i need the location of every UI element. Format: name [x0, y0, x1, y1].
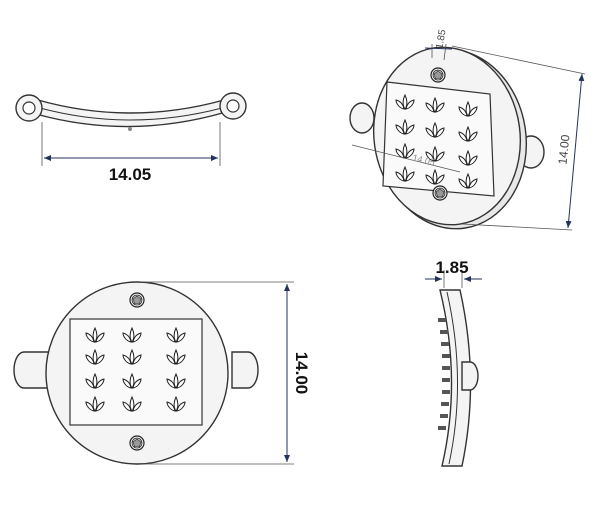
side-body	[439, 289, 472, 467]
top-view-center-mark	[128, 127, 132, 131]
top-view: 14.05	[15, 92, 247, 184]
iso-thickness-dimension-line	[424, 47, 453, 50]
top-width-label: 14.05	[109, 165, 152, 184]
gem-setting-icon	[129, 292, 145, 308]
side-relief	[438, 318, 450, 430]
right-ring	[219, 92, 247, 120]
side-view: 1.85	[425, 258, 482, 467]
front-diameter-label: 14.00	[292, 352, 311, 395]
iso-thickness-label: 1.85	[434, 28, 448, 50]
side-thickness-label: 1.85	[435, 258, 468, 277]
gem-setting-icon	[129, 435, 145, 451]
side-lug	[461, 361, 479, 391]
gem-setting-icon	[432, 185, 448, 201]
iso-width-dimension-line	[351, 144, 461, 173]
iso-diameter-label: 14.00	[555, 134, 572, 166]
iso-left-lug	[349, 102, 375, 134]
gem-setting-icon	[430, 67, 446, 83]
front-view: 14.00	[13, 281, 311, 465]
left-ring	[15, 94, 43, 122]
front-right-lug	[231, 351, 259, 389]
iso-diameter-dimension-line	[565, 73, 585, 229]
front-left-lug	[13, 351, 51, 389]
isometric-view: 1.85 14.00 14.05	[349, 28, 586, 231]
